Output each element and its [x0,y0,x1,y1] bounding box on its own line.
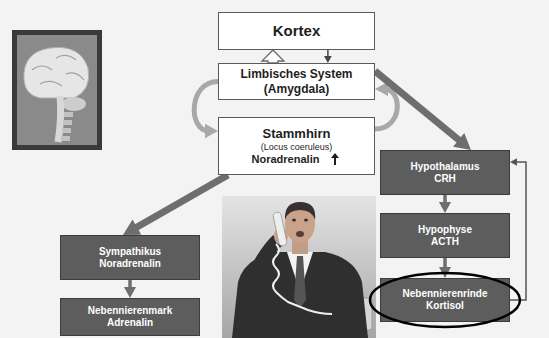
brain-region-box: Stammhirn(Locus coeruleus)Noradrenalin [218,117,375,175]
arrowhead [123,219,141,235]
node-subtitle: Adrenalin [107,317,153,329]
node-subtitle: Noradrenalin [252,153,320,166]
arrowhead [439,202,451,213]
hormone-box: NebennierenrindeKortisol [380,278,510,322]
node-title: Kortex [273,22,321,40]
arrowhead [205,124,218,138]
arrowhead [124,287,136,298]
hormone-box: SympathikusNoradrenalin [60,235,200,280]
node-subtitle: ACTH [431,236,459,248]
increase-arrow [329,153,341,166]
brain-region-box: Limbisches System (Amygdala) [218,63,375,100]
node-subtitle: (Locus coeruleus) [261,142,333,153]
man-on-phone-photo [222,196,376,338]
highlight-ellipse-line [370,273,520,327]
brain-picture [12,30,102,150]
node-title: Nebennierenmark [88,305,172,317]
connector-arrow [124,280,136,298]
connector-arrow [123,175,228,235]
connector-arrow [194,82,218,139]
node-title: Hypothalamus [411,161,480,173]
arrowhead [324,56,332,63]
hormone-box: NebennierenmarkAdrenalin [60,298,200,336]
connector-arrow [324,50,332,63]
connector-line [510,162,526,300]
brain-region-box: Kortex [218,12,375,50]
node-title: Nebennierenrinde [402,288,487,300]
connector-line [133,175,228,229]
text-row: Noradrenalin [252,153,342,166]
connector-arrow [375,71,471,150]
hormone-box: HypophyseACTH [380,213,510,258]
node-title: Sympathikus [99,246,161,258]
arrowhead [510,158,517,166]
connector-arrow [439,195,451,213]
node-title: Stammhirn [263,126,331,142]
connector-line [194,82,218,132]
node-subtitle: Kortisol [426,300,464,312]
connector-arrow [439,258,451,278]
node-title: Hypophyse [418,224,472,236]
node-subtitle: CRH [434,173,456,185]
connector-line [375,71,462,143]
node-subtitle: Noradrenalin [99,258,161,270]
connector-arrow [262,50,284,63]
node-title: Limbisches System (Amygdala) [224,67,369,96]
connector-arrow [510,158,526,300]
arrowhead [453,133,471,150]
hormone-box: HypothalamusCRH [380,150,510,195]
block-arrow [262,50,284,63]
